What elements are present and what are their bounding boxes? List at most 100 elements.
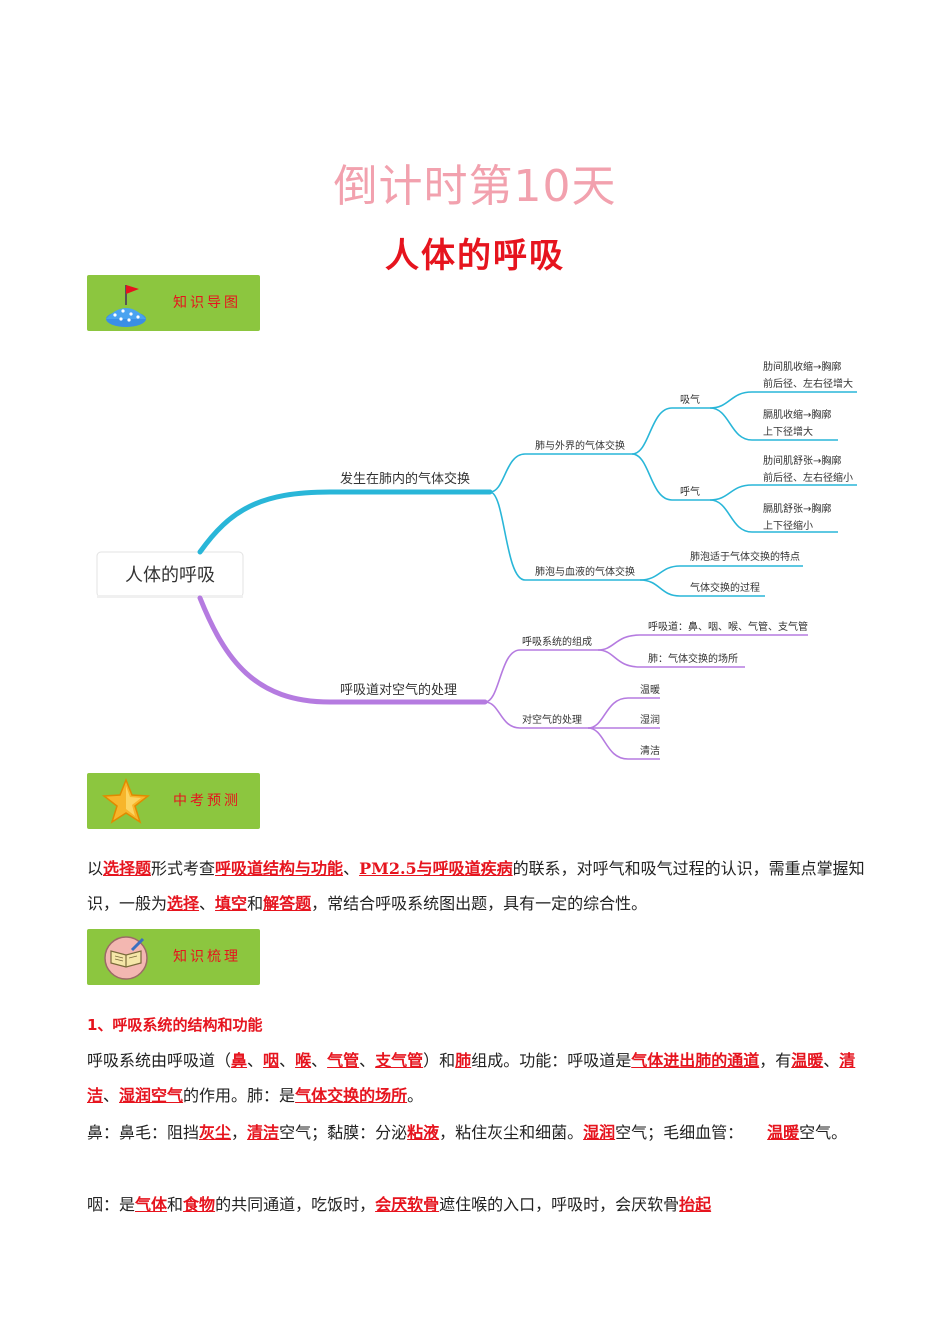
keyword: 清洁 [247,1123,280,1142]
branch2-connectors [484,634,808,760]
text: ，有 [759,1051,792,1070]
keyword: 咽 [263,1051,280,1070]
text: 和 [247,894,264,913]
mind-map: 人体的呼吸 发生在肺内的气体交换 呼吸道对空气的处理 肺与外界的气体交换 吸气 … [96,360,857,760]
text: 、 [311,1051,328,1070]
keyword: 填空 [215,894,248,913]
keyword: 气体进出肺的通道 [631,1051,760,1070]
review-paragraph-2: 鼻：鼻毛：阻挡灰尘，清洁空气；黏膜：分泌粘液，粘住灰尘和细菌。湿润空气；毛细血管… [87,1115,877,1150]
b2-sub1-b: 肺：气体交换的场所 [648,652,738,665]
mindmap-section-label: 知识导图 [173,295,241,311]
keyword: 气体 [135,1195,168,1214]
branch-line-1 [197,489,493,555]
text: 咽：是 [87,1195,136,1214]
b2-sub2-b: 湿润 [640,713,660,726]
review-section-banner: 知识梳理 [87,929,260,985]
text: ）和 [423,1051,456,1070]
b2-sub2-a: 温暖 [640,683,660,696]
branch-label-1: 发生在肺内的气体交换 [340,471,470,487]
keyword: 温暖 [791,1051,824,1070]
keyword: 湿润 [583,1123,616,1142]
b2-sub2-c: 清洁 [640,744,660,757]
mindmap-section-banner: 知识导图 [87,275,260,331]
keyword: 气管 [327,1051,360,1070]
text: 的作用。肺：是 [183,1086,296,1105]
text: 。 [407,1086,424,1105]
keyword: 清洁 [87,1051,856,1105]
keyword: 解答题 [263,894,312,913]
branch-label-2: 呼吸道对空气的处理 [340,682,457,698]
keyword: 气体交换的场所 [295,1086,408,1105]
exhale-a2: 前后径、左右径缩小 [763,471,853,484]
exhale-label: 呼气 [680,485,700,498]
text: 鼻：鼻毛：阻挡 [87,1123,200,1142]
prediction-section-label: 中考预测 [173,793,241,809]
inhale-a2: 前后径、左右径增大 [763,377,853,390]
inhale-a1: 肋间肌收缩→胸廓 [763,360,841,373]
text: 、 [359,1051,376,1070]
b1-sub2-a: 肺泡适于气体交换的特点 [690,550,800,563]
branch1-connectors [489,391,857,597]
text: 的共同通道，吃饭时， [215,1195,376,1214]
prediction-section-banner: 中考预测 [87,773,260,829]
text: 以 [87,859,104,878]
text: 形式考查 [151,859,216,878]
text: 组成。功能：呼吸道是 [471,1051,632,1070]
text: 、 [343,859,360,878]
keyword: 粘液 [407,1123,440,1142]
text: 、 [823,1051,840,1070]
keyword: 呼吸道结构与功能 [215,859,344,878]
inhale-label: 吸气 [680,393,700,406]
inhale-b2: 上下径增大 [763,425,813,438]
keyword: 喉 [295,1051,312,1070]
text: 遮住喉的入口，呼吸时，会厌软骨 [439,1195,680,1214]
text: 、 [247,1051,264,1070]
keyword: 湿润空气 [119,1086,184,1105]
exhale-b1: 膈肌舒张→胸廓 [763,502,831,515]
keyword: 鼻 [231,1051,248,1070]
keyword: 温暖 [767,1123,800,1142]
text: 、 [103,1086,120,1105]
exhale-a1: 肋间肌舒张→胸廓 [763,454,841,467]
exhale-b2: 上下径缩小 [763,519,813,532]
keyword: 选择 [167,894,200,913]
star-icon [101,777,151,824]
b2-sub2-label: 对空气的处理 [522,713,582,726]
keyword: PM2.5与呼吸道疾病 [359,859,513,878]
text: 空气。 [799,1123,848,1142]
keyword: 会厌软骨 [375,1195,440,1214]
keyword: 肺 [455,1051,472,1070]
text: 空气；毛细血管： [615,1123,744,1142]
inhale-b1: 膈肌收缩→胸廓 [763,408,831,421]
review-paragraph-1: 呼吸系统由呼吸道（鼻、咽、喉、气管、支气管）和肺组成。功能：呼吸道是气体进出肺的… [87,1043,877,1113]
review-heading: 1、呼吸系统的结构和功能 [87,1016,263,1034]
keyword: 抬起 [679,1195,712,1214]
keyword: 灰尘 [199,1123,232,1142]
flag-hill-icon [106,285,146,327]
book-pen-icon [104,936,148,980]
text: 、 [279,1051,296,1070]
b2-sub1-a: 呼吸道：鼻、咽、喉、气管、支气管 [648,620,808,633]
text: ， [231,1123,248,1142]
text: ，粘住灰尘和细菌。 [439,1123,584,1142]
branch-line-2 [197,595,488,705]
prediction-paragraph: 以选择题形式考查呼吸道结构与功能、PM2.5与呼吸道疾病的联系，对呼气和吸气过程… [87,851,877,921]
page-title: 人体的呼吸 [385,236,565,276]
countdown-title: 倒计时第10天 [333,161,617,212]
keyword: 食物 [183,1195,216,1214]
text: 、 [199,894,216,913]
text: 空气；黏膜：分泌 [279,1123,408,1142]
mindmap-root-label: 人体的呼吸 [125,565,215,586]
keyword: 选择题 [103,859,152,878]
text: 的联系，对呼气和吸气过程的认识，需重点掌握知识，一般为 [87,859,865,913]
b2-sub1-label: 呼吸系统的组成 [522,635,592,648]
b1-sub2-b: 气体交换的过程 [690,581,760,594]
keyword: 支气管 [375,1051,424,1070]
review-section-label: 知识梳理 [173,949,241,965]
text: 和 [167,1195,184,1214]
mindmap-root: 人体的呼吸 [96,551,244,598]
text: 呼吸系统由呼吸道（ [87,1051,232,1070]
review-paragraph-3: 咽：是气体和食物的共同通道，吃饭时，会厌软骨遮住喉的入口，呼吸时，会厌软骨抬起 [87,1187,877,1222]
b1-sub1-label: 肺与外界的气体交换 [535,439,625,452]
text: ，常结合呼吸系统图出题，具有一定的综合性。 [311,894,648,913]
